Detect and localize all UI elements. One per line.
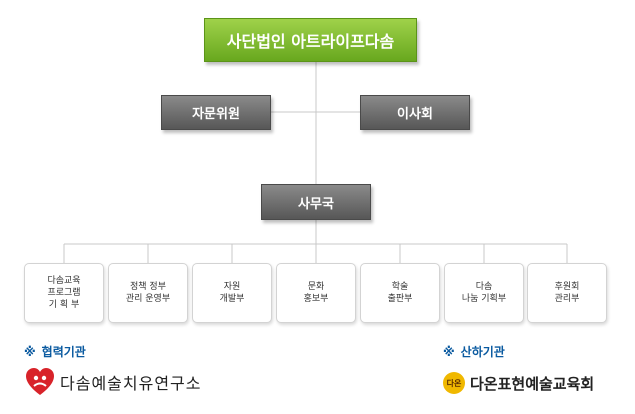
- department-node-3: 자원 개발부: [192, 263, 272, 323]
- affiliates-title: 산하기관: [460, 345, 505, 359]
- affiliate-badge-icon: 다온: [443, 372, 465, 394]
- affiliate-logo-text: 다온표현예술교육회: [470, 374, 595, 393]
- department-node-2: 정책 정부 관리 운영부: [108, 263, 188, 323]
- board-of-directors-node: 이사회: [360, 95, 470, 130]
- partners-heading: ※ 협력기관: [24, 343, 86, 360]
- department-node-4: 문화 홍보부: [276, 263, 356, 323]
- reference-mark: ※: [443, 344, 455, 359]
- org-root-node: 사단법인 아트라이프다솜: [204, 18, 417, 62]
- reference-mark: ※: [24, 344, 36, 359]
- department-node-5: 학술 출판부: [360, 263, 440, 323]
- department-node-1: 다솜교육 프로그램 기 획 부: [24, 263, 104, 323]
- partner-logo-text: 다솜예술치유연구소: [60, 374, 202, 393]
- secretariat-node: 사무국: [261, 184, 371, 220]
- advisory-committee-node: 자문위원: [161, 95, 271, 130]
- heart-people-icon: [26, 368, 54, 395]
- department-node-7: 후원회 관리부: [527, 263, 607, 323]
- affiliate-logo[interactable]: 다온 다온표현예술교육회: [443, 368, 594, 398]
- partner-logo[interactable]: 다솜예술치유연구소: [24, 364, 201, 400]
- partners-title: 협력기관: [41, 345, 86, 359]
- department-node-6: 다솜 나눔 기획부: [444, 263, 524, 323]
- affiliates-heading: ※ 산하기관: [443, 343, 505, 360]
